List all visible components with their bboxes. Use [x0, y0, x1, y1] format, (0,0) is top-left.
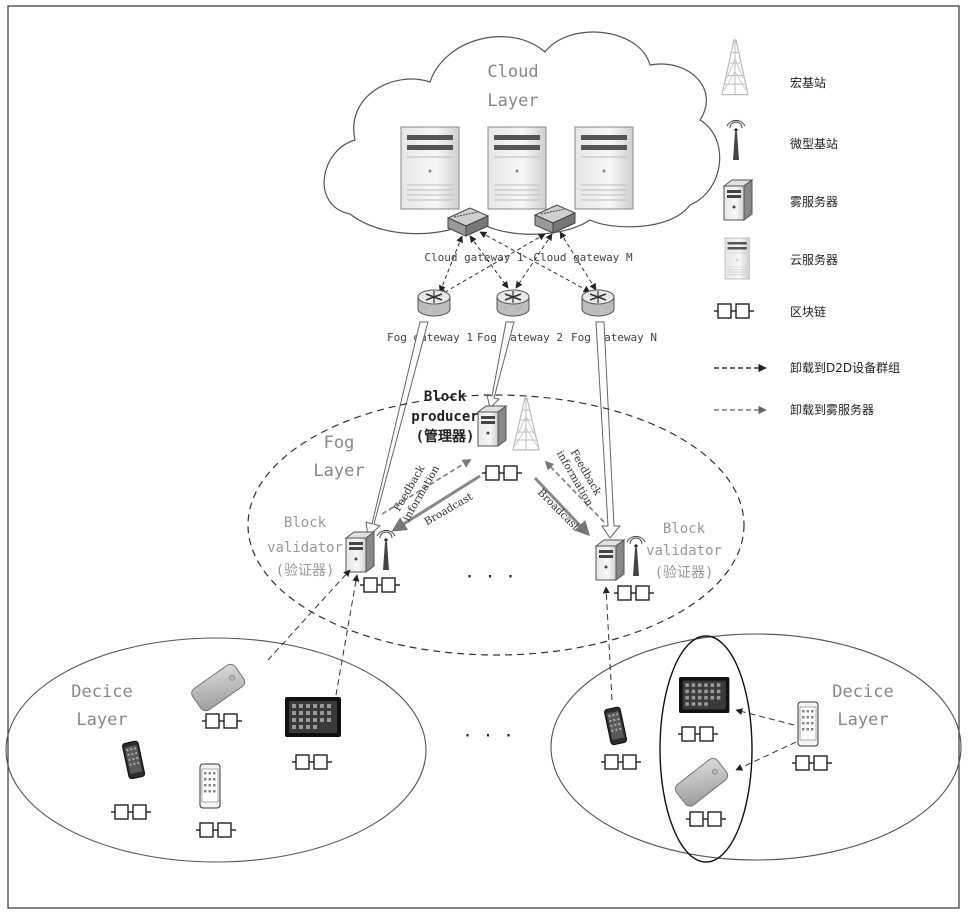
fog-server-icon	[346, 532, 374, 572]
tablet-icon	[679, 677, 729, 713]
offload-fog-links-left	[268, 570, 357, 695]
router-icon	[418, 290, 450, 316]
legend-fog-server: 雾服务器	[790, 194, 838, 209]
phone-icon	[604, 707, 627, 746]
legend: 宏基站 微型基站 雾服务器 云服务器 区块链 卸载到D2D设备群组 卸载到雾服务…	[714, 40, 900, 417]
producer-label-2: producer	[411, 409, 478, 425]
phone-icon	[200, 764, 220, 808]
legend-fog-server-icon	[724, 180, 752, 220]
router-icon	[582, 290, 614, 316]
cloud-layer-title-1: Cloud	[487, 62, 538, 82]
validator-left-label-1: Block	[284, 515, 327, 531]
micro-station-icon	[377, 530, 395, 570]
tablet-icon	[285, 697, 341, 737]
legend-micro-station: 微型基站	[790, 137, 838, 151]
validator-right-label-1: Block	[663, 521, 706, 537]
blockchain-icon	[678, 727, 718, 741]
router-icon	[497, 290, 529, 316]
fog-ellipsis: · · ·	[464, 567, 515, 587]
fog-layer-title-2: Layer	[313, 461, 364, 481]
silver-phone-icon	[673, 756, 730, 809]
legend-macro-station: 宏基站	[790, 75, 826, 90]
producer-label-3: (管理器)	[416, 428, 475, 445]
validator-left-label-3: (验证器)	[276, 563, 335, 579]
legend-offload-d2d: 卸载到D2D设备群组	[790, 360, 900, 375]
cloud-gateway-m-label: Cloud gateway M	[533, 251, 633, 264]
validator-right-label-3: (验证器)	[655, 565, 714, 581]
blockchain-icon	[111, 805, 151, 819]
blockchain-icon	[482, 466, 522, 480]
blockchain-icon	[686, 812, 726, 826]
broadcast-label-right: Broadcast	[535, 487, 582, 534]
d2d-group-boundary	[660, 636, 752, 862]
cloud-server-icon	[575, 127, 633, 209]
fog-gateway-n-label: Fog gateway N	[571, 331, 657, 344]
validator-right-label-2: validator	[646, 543, 722, 559]
legend-micro-station-icon	[727, 120, 745, 160]
device-layer-right-title-1: Decice	[832, 682, 893, 702]
blockchain-icon	[202, 714, 242, 728]
tower-icon	[513, 398, 539, 450]
legend-cloud-server-icon	[725, 238, 749, 279]
blockchain-icon	[614, 586, 654, 600]
fog-server-icon	[478, 406, 506, 446]
cloud-server-icon	[401, 127, 459, 209]
legend-tower-icon	[722, 40, 748, 95]
device-ellipsis: · · ·	[462, 726, 513, 746]
cloud-layer-title-2: Layer	[487, 91, 538, 111]
device-layer-right-title-2: Layer	[837, 710, 888, 730]
device-layer-left-title-2: Layer	[76, 710, 127, 730]
legend-cloud-server: 云服务器	[790, 252, 838, 267]
legend-blockchain-icon	[714, 304, 754, 318]
fog-gateway-2-label: Fog gateway 2	[477, 331, 563, 344]
device-layer-left	[6, 638, 426, 862]
cloud-server-icon	[488, 127, 546, 209]
fog-gateway-1-label: Fog gateway 1	[387, 331, 473, 344]
micro-station-icon	[627, 536, 645, 576]
phone-icon	[798, 702, 818, 746]
blockchain-icon	[792, 756, 832, 770]
phone-icon	[122, 741, 145, 780]
legend-blockchain: 区块链	[790, 304, 826, 319]
producer-label-1: Block	[424, 389, 467, 405]
device-layer-left-title-1: Decice	[71, 682, 132, 702]
fog-layer-title-1: Fog	[324, 433, 355, 453]
cloud-gateway-1-label: Cloud gateway 1	[424, 251, 523, 264]
blockchain-icon	[196, 823, 236, 837]
device-layer-right	[551, 634, 961, 860]
legend-offload-fog: 卸载到雾服务器	[790, 402, 874, 417]
blockchain-icon	[360, 578, 400, 592]
validator-left-label-2: validator	[267, 540, 343, 556]
fog-server-icon	[596, 540, 624, 580]
blockchain-icon	[292, 755, 332, 769]
blockchain-icon	[601, 755, 641, 769]
silver-phone-icon	[189, 662, 247, 713]
